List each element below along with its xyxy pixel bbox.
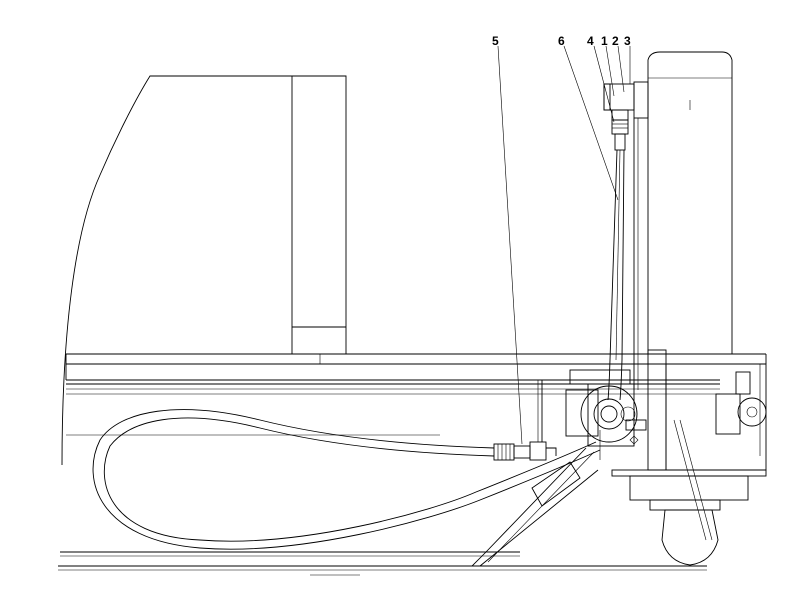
callout-5: 5 bbox=[492, 34, 499, 48]
floor-lines bbox=[58, 551, 707, 576]
callout-1: 1 bbox=[601, 34, 608, 48]
callout-6: 6 bbox=[558, 34, 565, 48]
top-bracket bbox=[603, 83, 635, 151]
callout-3: 3 bbox=[624, 34, 631, 48]
looped-hose bbox=[92, 409, 601, 550]
base-assembly bbox=[611, 349, 767, 566]
hose-connector bbox=[493, 379, 557, 461]
leader-lines bbox=[497, 45, 631, 445]
vertical-column bbox=[633, 51, 733, 390]
cabin bbox=[61, 75, 347, 466]
pivot-mount bbox=[565, 369, 647, 460]
callout-4: 4 bbox=[587, 34, 594, 48]
vertical-hose bbox=[607, 149, 625, 401]
callout-2: 2 bbox=[612, 34, 619, 48]
diagonal-strut bbox=[470, 447, 599, 567]
frame-beam bbox=[65, 353, 767, 436]
